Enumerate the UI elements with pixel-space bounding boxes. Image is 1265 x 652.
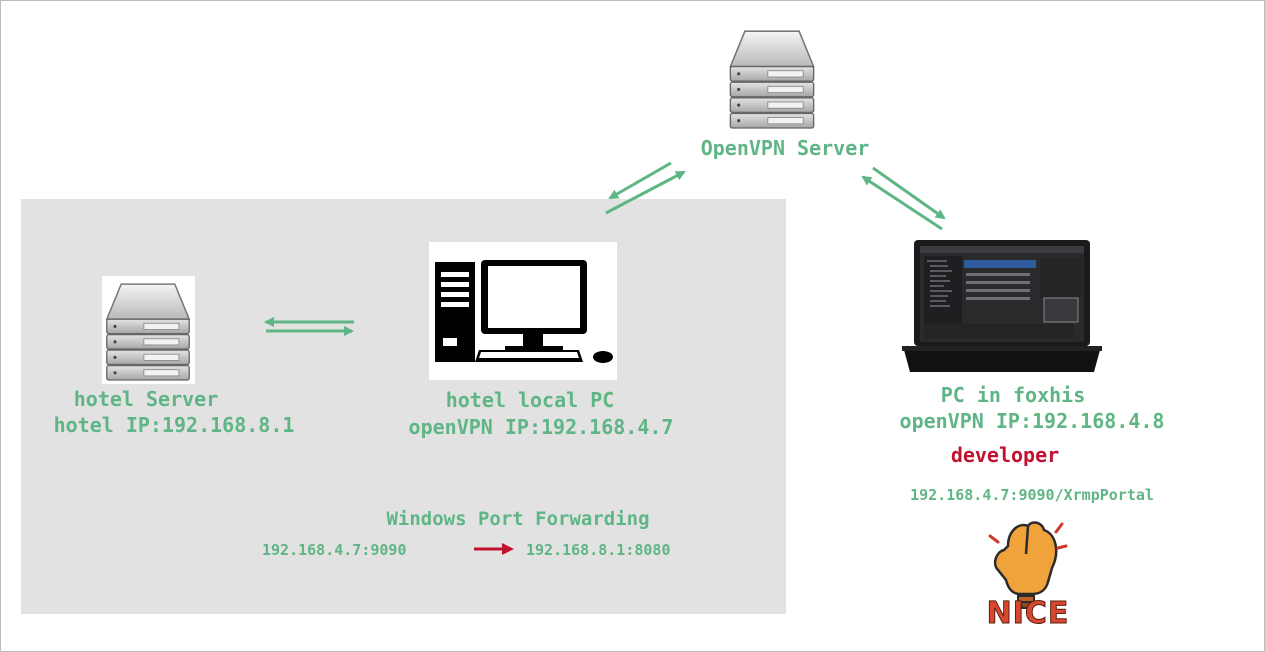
remote-pc-ip: openVPN IP:192.168.4.8 <box>899 409 1165 433</box>
developer-label: developer <box>950 443 1060 467</box>
desktop-pc-icon <box>435 260 613 363</box>
thumbs-up-lightbulb-icon <box>988 521 1068 609</box>
forward-from-address: 192.168.4.7:9090 <box>262 541 407 559</box>
hotel-pc-ip: openVPN IP:192.168.4.7 <box>408 415 674 439</box>
hotel-server-ip: hotel IP:192.168.8.1 <box>53 413 295 437</box>
openvpn-server-label: OpenVPN Server <box>700 136 870 160</box>
forward-to-address: 192.168.8.1:8080 <box>526 541 671 559</box>
hotel-pc-name: hotel local PC <box>445 388 615 412</box>
port-forwarding-title: Windows Port Forwarding <box>386 508 650 530</box>
nice-badge-text: NICE <box>986 596 1070 632</box>
hotel-lan-zone <box>21 199 786 614</box>
hotel-server-name: hotel Server <box>73 387 219 411</box>
portal-url: 192.168.4.7:9090/XrmpPortal <box>910 486 1154 504</box>
laptop-icon <box>902 240 1102 372</box>
remote-pc-name: PC in foxhis <box>940 383 1086 407</box>
forward-arrow-icon <box>474 543 514 555</box>
